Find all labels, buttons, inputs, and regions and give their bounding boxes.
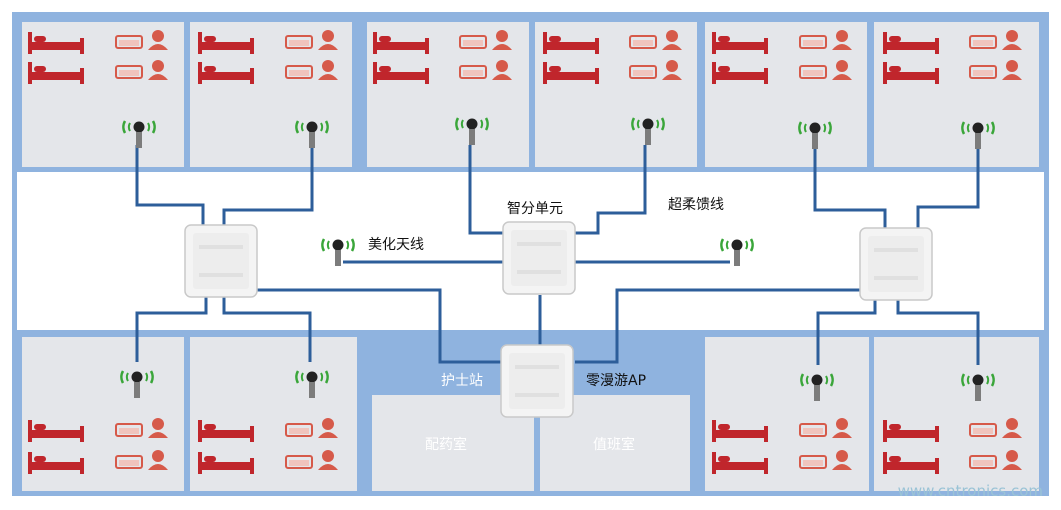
patient-icon (459, 29, 513, 51)
bed-icon (198, 62, 254, 84)
splitter-icon (859, 227, 933, 301)
pharmacy-label: 配药室 (425, 437, 467, 453)
patient-icon (285, 417, 339, 439)
feeder-cables (135, 140, 980, 365)
bed-icon (373, 32, 429, 54)
ward-room (185, 17, 357, 172)
bed-icon (198, 32, 254, 54)
patient-icon (285, 29, 339, 51)
bed-icon (883, 452, 939, 474)
patient-icon (285, 449, 339, 471)
antenna-icon (631, 116, 665, 147)
patient-icon (969, 449, 1023, 471)
bottom-room-furniture (28, 417, 1023, 474)
bed-icon (373, 62, 429, 84)
bed-icon (883, 62, 939, 84)
patient-icon (285, 59, 339, 81)
patient-icon (799, 449, 853, 471)
splitter-icon (502, 221, 576, 295)
antenna-icon (961, 372, 995, 403)
bed-icon (198, 452, 254, 474)
patient-icon (629, 29, 683, 51)
ap-device-icon (500, 344, 574, 418)
bed-icon (543, 62, 599, 84)
bed-icon (712, 452, 768, 474)
duty-room-label: 值班室 (593, 437, 635, 453)
patient-icon (459, 59, 513, 81)
bed-icon (28, 420, 84, 442)
bed-icon (28, 62, 84, 84)
antenna-icon (800, 372, 834, 403)
bed-icon (198, 420, 254, 442)
ap-label: 零漫游AP (586, 373, 647, 389)
bed-icon (883, 32, 939, 54)
antenna-icon (455, 116, 489, 147)
antenna-icon (120, 369, 154, 400)
patient-icon (969, 59, 1023, 81)
nurse-station-label: 护士站 (441, 373, 483, 389)
patient-icon (115, 417, 169, 439)
patient-icon (115, 29, 169, 51)
bed-icon (543, 32, 599, 54)
antenna-icon (295, 119, 329, 150)
patient-icon (969, 29, 1023, 51)
patient-icon (799, 417, 853, 439)
patient-icon (799, 59, 853, 81)
bed-icon (883, 420, 939, 442)
antenna-icon (122, 119, 156, 150)
antenna-icon (798, 120, 832, 151)
antenna-icon (295, 369, 329, 400)
patient-icon (799, 29, 853, 51)
antenna-icon (961, 120, 995, 151)
bed-icon (712, 32, 768, 54)
ward-room (869, 17, 1044, 172)
patient-icon (969, 417, 1023, 439)
patient-icon (629, 59, 683, 81)
patient-icon (115, 449, 169, 471)
bed-icon (712, 420, 768, 442)
feeder-label: 超柔馈线 (668, 197, 724, 213)
bed-icon (28, 452, 84, 474)
ward-room (530, 17, 702, 172)
bed-icon (28, 32, 84, 54)
top-room-furniture (28, 29, 1023, 84)
splitter-label: 智分单元 (507, 201, 563, 217)
patient-icon (115, 59, 169, 81)
watermark: www.cntronics.com (897, 482, 1043, 500)
bed-icon (712, 62, 768, 84)
splitter-icon (184, 224, 258, 298)
antenna-label: 美化天线 (368, 237, 424, 253)
